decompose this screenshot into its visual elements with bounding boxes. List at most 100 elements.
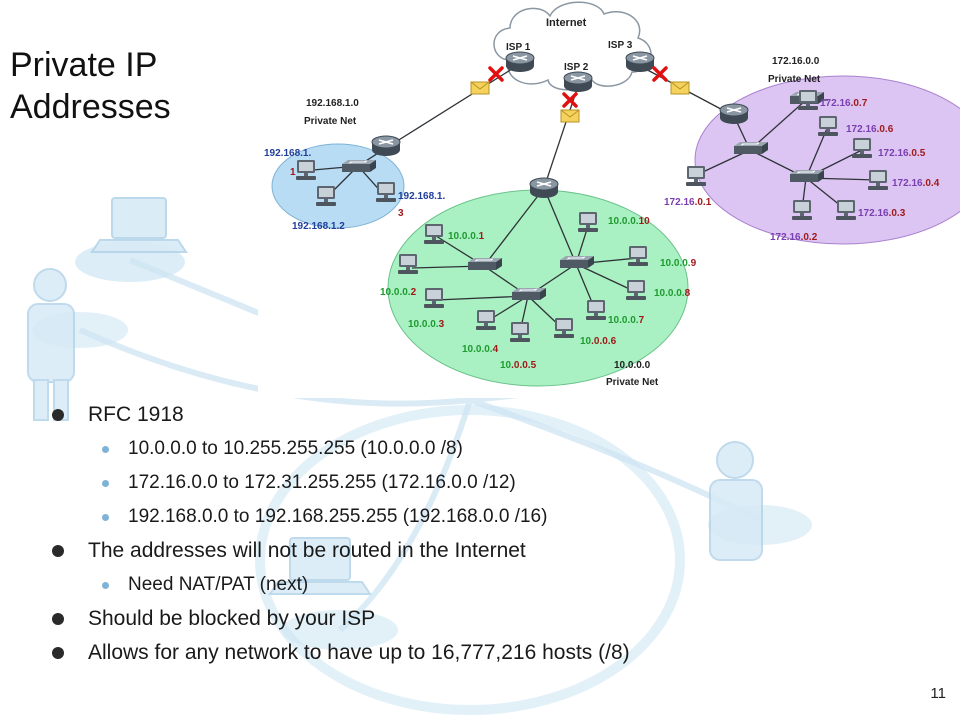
host-label: 192.168.1.: [264, 148, 311, 159]
pc-icon: [398, 254, 418, 274]
bullet-dot-icon: [52, 545, 64, 557]
host-label: 172.16.0.5: [878, 148, 926, 159]
pc-icon: [424, 288, 444, 308]
switch-icon: [733, 141, 769, 155]
pc-icon: [296, 160, 316, 180]
sub-bullet-dot-icon: [102, 480, 109, 487]
host-label: 10.0.0.9: [660, 258, 697, 269]
bullet-text: Need NAT/PAT (next): [128, 574, 309, 595]
blocked-x-icon: [562, 92, 578, 108]
host-label: 172.16.0.3: [858, 208, 906, 219]
host-label: 172.16.0.2: [770, 232, 818, 243]
bullet-list: RFC 1918 10.0.0.0 to 10.255.255.255 (10.…: [50, 398, 930, 670]
pc-icon: [836, 200, 856, 220]
router-icon: [371, 135, 401, 157]
pc-icon: [818, 116, 838, 136]
switch-icon: [467, 257, 503, 271]
host-label: 10.0.0.1: [448, 231, 485, 242]
bullet-text: Should be blocked by your ISP: [88, 607, 376, 630]
slide-title: Private IP Addresses: [10, 44, 171, 128]
bullet-item: Should be blocked by your ISP: [50, 602, 930, 636]
bullet-dot-icon: [52, 613, 64, 625]
bullet-text: 10.0.0.0 to 10.255.255.255 (10.0.0.0 /8): [128, 438, 463, 459]
pc-icon: [852, 138, 872, 158]
background-laptop-icon: [90, 197, 188, 253]
packet-envelope-icon: [670, 81, 690, 95]
isp2-router-icon: [563, 71, 593, 93]
sub-bullet-dot-icon: [102, 446, 109, 453]
bullet-text: The addresses will not be routed in the …: [88, 539, 526, 562]
cloud-label: Internet: [546, 17, 587, 29]
page-number: 11: [930, 685, 946, 702]
pc-icon: [476, 310, 496, 330]
network-title: Private Net: [304, 116, 357, 127]
blocked-x-icon: [488, 66, 504, 82]
switch-icon: [789, 169, 825, 183]
bullet-text: 192.168.0.0 to 192.168.255.255 (192.168.…: [128, 506, 548, 527]
sub-bullet-item: 172.16.0.0 to 172.31.255.255 (172.16.0.0…: [50, 466, 930, 500]
sub-bullet-item: 10.0.0.0 to 10.255.255.255 (10.0.0.0 /8): [50, 432, 930, 466]
sub-bullet-dot-icon: [102, 582, 109, 589]
background-laptop-icon: [268, 537, 372, 595]
bullet-text: Allows for any network to have up to 16,…: [88, 641, 630, 664]
bullet-item: RFC 1918: [50, 398, 930, 432]
pc-icon: [510, 322, 530, 342]
host-label: 10.0.0.10: [608, 216, 650, 227]
network-diagram: Internet ISP 1 ISP 2 ISP 3 192.168.1.0: [264, 1, 960, 388]
switch-icon: [559, 255, 595, 269]
host-label: 10.0.0.7: [608, 315, 645, 326]
network-title: 192.168.1.0: [306, 98, 359, 109]
slide-title-line: Private IP: [10, 46, 158, 84]
network-diagram-panel: Internet ISP 1 ISP 2 ISP 3 192.168.1.0: [258, 0, 960, 398]
pc-icon: [686, 166, 706, 186]
isp-label: ISP 1: [506, 42, 531, 53]
host-label: 10.0.0.8: [654, 288, 691, 299]
pc-icon: [376, 182, 396, 202]
isp-label: ISP 2: [564, 62, 589, 73]
background-person-icon: [709, 441, 763, 561]
host-label: 192.168.1.2: [292, 221, 345, 232]
packet-envelope-icon: [470, 81, 490, 95]
packet-envelope-icon: [560, 109, 580, 123]
pc-icon: [554, 318, 574, 338]
network-title: Private Net: [768, 74, 821, 85]
pc-icon: [586, 300, 606, 320]
host-label: 10.0.0.4: [462, 344, 499, 355]
pc-icon: [578, 212, 598, 232]
host-label: 1: [290, 167, 296, 178]
isp-label: ISP 3: [608, 40, 633, 51]
host-label: 172.16.0.7: [820, 98, 868, 109]
network-title: Private Net: [606, 377, 659, 388]
pc-icon: [792, 200, 812, 220]
network-172-area: [694, 75, 960, 245]
sub-bullet-item: 192.168.0.0 to 192.168.255.255 (192.168.…: [50, 500, 930, 534]
bullet-dot-icon: [52, 409, 64, 421]
host-label: 172.16.0.4: [892, 178, 940, 189]
svg-text:172.16.0.0 Private Net: 172.16.0.0 Private Net: [768, 56, 822, 85]
svg-text:192.168.1.0 Private Net: 192.168.1.0 Private Net: [304, 98, 362, 127]
router-icon: [719, 103, 749, 125]
pc-icon: [628, 246, 648, 266]
host-label: 10.0.0.6: [580, 336, 617, 347]
isp1-router-icon: [505, 51, 535, 73]
network-title: 172.16.0.0: [772, 56, 820, 67]
bullet-text: 172.16.0.0 to 172.31.255.255 (172.16.0.0…: [128, 472, 516, 493]
pc-icon: [424, 224, 444, 244]
sub-bullet-item: Need NAT/PAT (next): [50, 568, 930, 602]
pc-icon: [626, 280, 646, 300]
bullet-dot-icon: [52, 647, 64, 659]
svg-text:10.0.0.0 Private Net: 10.0.0.0 Private Net: [606, 360, 659, 388]
bullet-item: The addresses will not be routed in the …: [50, 534, 930, 568]
switch-icon: [341, 159, 377, 173]
bullet-text: RFC 1918: [88, 403, 184, 426]
bullet-item: Allows for any network to have up to 16,…: [50, 636, 930, 670]
host-label: 172.16.0.1: [664, 197, 712, 208]
host-label: 10.0.0.2: [380, 287, 417, 298]
svg-text:192.168.1. 1 192.168.1: 192.168.1. 1 192.168.1.2 192.168.1. 3: [264, 148, 448, 232]
slide-title-line: Addresses: [10, 88, 171, 126]
host-label: 3: [398, 208, 404, 219]
switch-icon: [511, 287, 547, 301]
network-title: 10.0.0.0: [614, 360, 651, 371]
pc-icon: [316, 186, 336, 206]
